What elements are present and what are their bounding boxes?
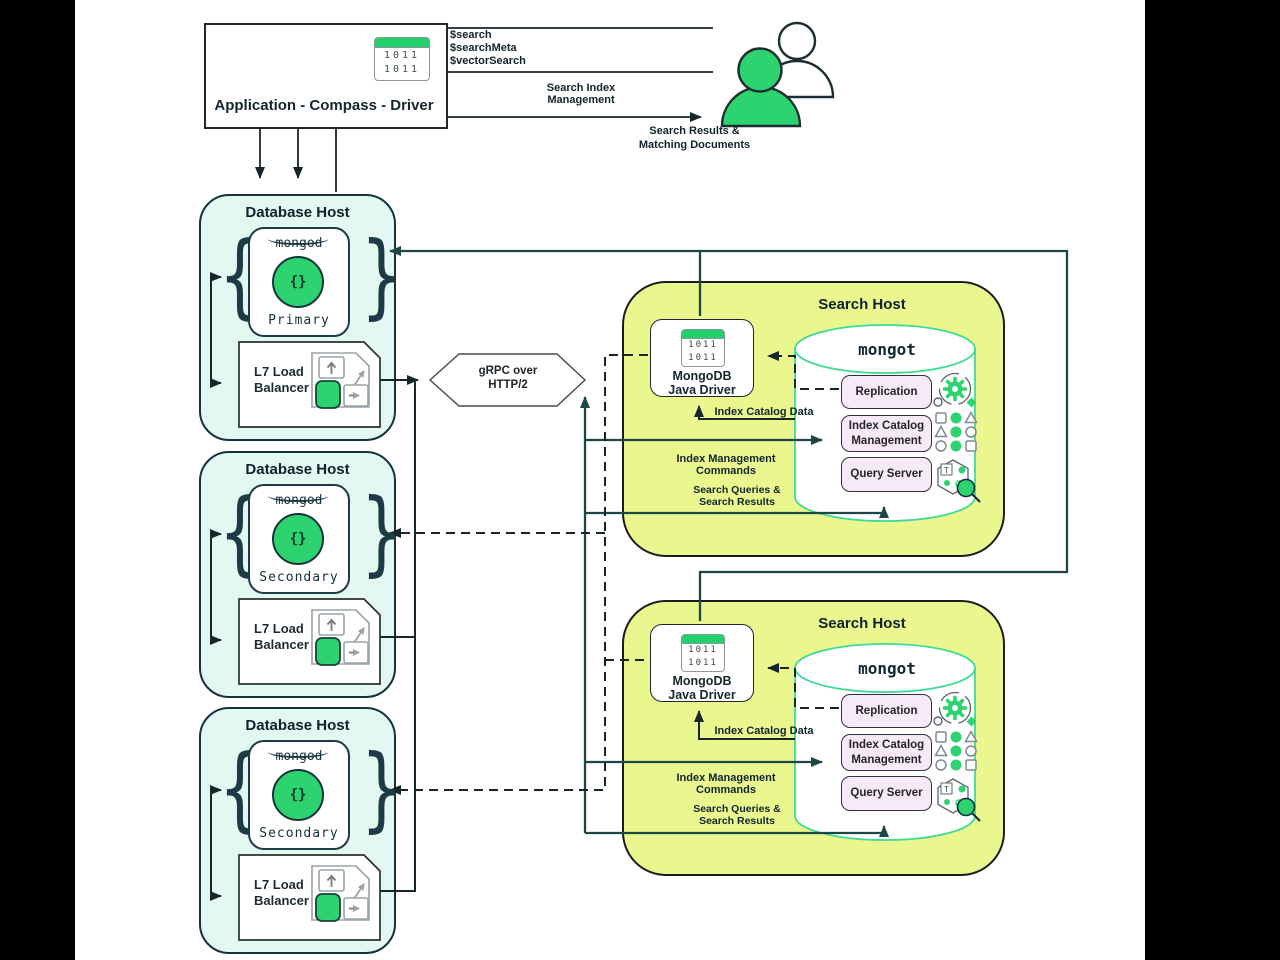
database-host-card-secondary1: Database Host { } mongod {} Secondary L7…: [199, 451, 403, 698]
database-host-title: Database Host: [245, 204, 350, 221]
replication-box: Replication: [841, 375, 932, 409]
operator-searchmeta: $searchMeta: [450, 42, 517, 54]
cylinder-curve: [268, 746, 328, 758]
connector-app-to-dbhost: [255, 125, 337, 192]
database-icon: {}: [272, 513, 324, 565]
index-catalog-data-label: Index Catalog Data: [714, 725, 814, 737]
left-letterbox: [0, 0, 75, 960]
search-index-management-label2: Management: [547, 94, 615, 106]
search-host-title: Search Host: [818, 615, 906, 632]
database-icon: {}: [272, 769, 324, 821]
index-management-commands-label: Index Management Commands: [676, 772, 776, 796]
search-host-card-1: Search Host 1011 1011 MongoDB Java Drive…: [622, 281, 1005, 557]
database-host-title: Database Host: [245, 717, 350, 734]
lb-label2: Balancer: [254, 380, 309, 395]
brace-left: {: [218, 479, 261, 586]
lb-label2: Balancer: [254, 893, 309, 908]
database-host-card-primary: Database Host { } mongod {} Primary L7 L…: [199, 194, 403, 441]
operator-vectorsearch: $vectorSearch: [450, 55, 526, 67]
application-label: Application - Compass - Driver: [214, 97, 434, 114]
search-host-title: Search Host: [818, 296, 906, 313]
query-server-box: Query Server: [841, 776, 932, 811]
replica-role-label: Primary: [268, 313, 330, 328]
database-host-title: Database Host: [245, 461, 350, 478]
cylinder-curve: [268, 490, 328, 502]
replication-box: Replication: [841, 694, 932, 728]
mongod-label: mongod: [275, 236, 323, 251]
java-driver-label: MongoDB: [672, 674, 732, 688]
search-results-label2: Matching Documents: [638, 139, 751, 151]
brace-left: {: [218, 222, 261, 329]
cylinder-curve: [268, 233, 328, 245]
users-icon: [720, 21, 835, 128]
java-driver-label: MongoDB: [672, 369, 732, 383]
java-driver-label2: Java Driver: [668, 383, 736, 397]
right-letterbox: [1145, 0, 1280, 960]
mongodb-java-driver-box: 1011 1011 MongoDB Java Driver: [650, 319, 754, 397]
mongot-label: mongot: [858, 340, 916, 359]
search-results-label: Search Results &: [649, 125, 740, 137]
database-icon: {}: [272, 256, 324, 308]
replica-role-label: Secondary: [259, 570, 339, 585]
search-host-card-2: Search Host 1011 1011 MongoDB Java Drive…: [622, 600, 1005, 876]
search-index-management-label: Search Index: [546, 82, 616, 94]
mongod-label: mongod: [275, 749, 323, 764]
mongot-label: mongot: [858, 659, 916, 678]
query-server-box: Query Server: [841, 457, 932, 492]
database-host-card-secondary2: Database Host { } mongod {} Secondary L7…: [199, 707, 403, 954]
replica-role-label: Secondary: [259, 826, 339, 841]
index-management-commands-label: Index Management Commands: [676, 453, 776, 477]
search-queries-label: Search Queries &: [693, 803, 781, 815]
index-catalog-data-label: Index Catalog Data: [714, 406, 814, 418]
mongodb-java-driver-box: 1011 1011 MongoDB Java Driver: [650, 624, 754, 702]
search-queries-label2: Search Results: [699, 496, 775, 508]
driver-table-icon: 1011 1011: [374, 37, 430, 81]
lb-label: L7 Load: [254, 364, 304, 379]
java-driver-icon: 1011 1011: [681, 329, 725, 367]
grpc-label: gRPC over: [478, 365, 538, 377]
java-driver-icon: 1011 1011: [681, 634, 725, 672]
mongod-label: mongod: [275, 493, 323, 508]
search-queries-label: Search Queries &: [693, 484, 781, 496]
lb-label: L7 Load: [254, 621, 304, 636]
operator-search: $search: [450, 29, 492, 41]
search-queries-label2: Search Results: [699, 815, 775, 827]
lb-label: L7 Load: [254, 877, 304, 892]
lb-label2: Balancer: [254, 637, 309, 652]
brace-right: }: [360, 479, 403, 586]
driver-table-icon-header: [375, 38, 429, 48]
brace-right: }: [360, 735, 403, 842]
java-driver-label2: Java Driver: [668, 688, 736, 702]
brace-right: }: [360, 222, 403, 329]
brace-left: {: [218, 735, 261, 842]
grpc-label2: HTTP/2: [488, 379, 528, 391]
